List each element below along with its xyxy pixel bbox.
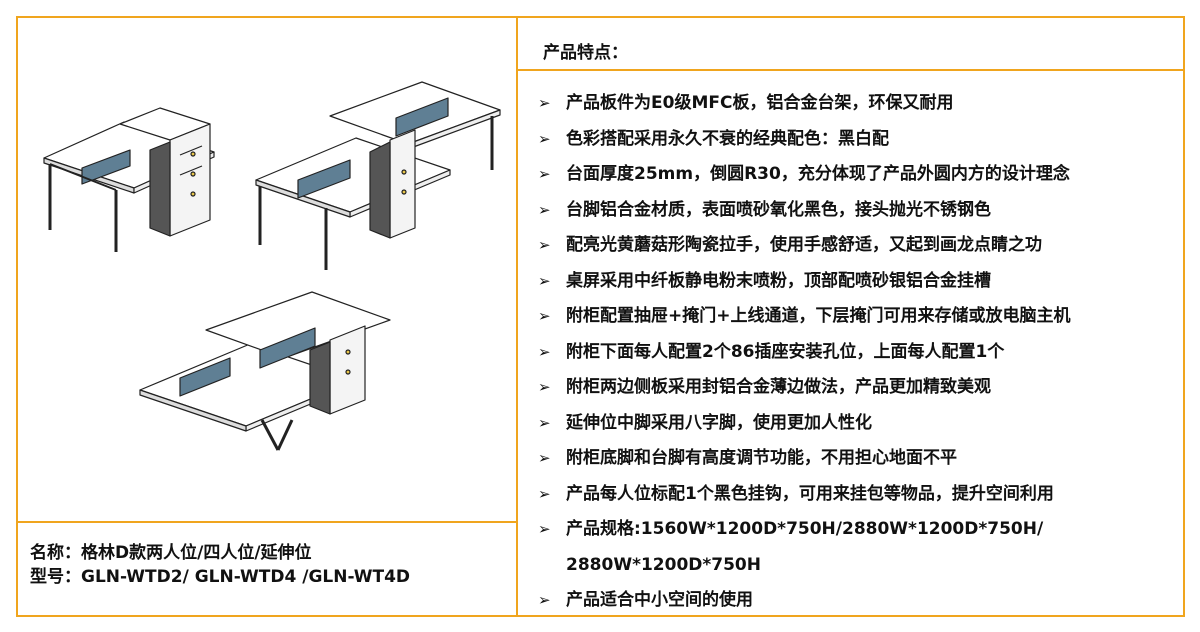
desk-extension [139,291,391,451]
outer-frame [16,16,1185,617]
features-header: 产品特点： [543,43,628,63]
arrow-icon: ➢ [538,129,551,148]
list-item: ➢附柜配置抽屉+掩门+上线通道，下层掩门可用来存储或放电脑主机 [536,299,1176,335]
arrow-icon: ➢ [538,165,551,183]
product-model: 型号：GLN-WTD2/ GLN-WTD4 /GLN-WT4D [30,567,411,587]
arrow-icon: ➢ [538,520,551,538]
list-item: ➢桌屏采用中纤板静电粉末喷粉，顶部配喷砂银铝合金挂槽 [536,264,1176,300]
list-item: ➢台面厚度25mm，倒圆R30，充分体现了产品外圆内方的设计理念 [536,157,1176,193]
arrow-icon: ➢ [538,484,551,503]
list-item: ➢色彩搭配采用永久不衰的经典配色：黑白配 [536,122,1176,158]
list-item: ➢配亮光黄蘑菇形陶瓷拉手，使用手感舒适，又起到画龙点睛之功 [536,228,1176,264]
arrow-icon: ➢ [538,271,551,290]
arrow-icon: ➢ [538,236,551,254]
left-divider [16,521,518,523]
product-name: 名称：格林D款两人位/四人位/延伸位 [30,543,312,563]
product-name-block: 名称：格林D款两人位/四人位/延伸位 型号：GLN-WTD2/ GLN-WTD4… [30,541,410,589]
list-item: ➢附柜底脚和台脚有高度调节功能，不用担心地面不平 [536,441,1176,477]
arrow-icon: ➢ [538,591,551,609]
desk-four-person [255,81,501,270]
desk-two-person [43,107,215,252]
list-item: ➢产品适合中小空间的使用 [536,583,1176,619]
spec-item: ➢产品规格:1560W*1200D*750H/2880W*1200D*750H/… [536,512,1176,583]
arrow-icon: ➢ [538,200,551,219]
list-item: ➢产品每人位标配1个黑色挂钩，可用来挂包等物品，提升空间利用 [536,477,1176,513]
list-item: ➢产品板件为E0级MFC板，铝合金台架，环保又耐用 [536,86,1176,122]
arrow-icon: ➢ [538,378,551,396]
list-item: ➢附柜下面每人配置2个86插座安装孔位，上面每人配置1个 [536,335,1176,371]
list-item: ➢延伸位中脚采用八字脚，使用更加人性化 [536,406,1176,442]
column-divider [516,16,518,617]
product-illustration [43,81,501,451]
feature-list: ➢产品板件为E0级MFC板，铝合金台架，环保又耐用 ➢色彩搭配采用永久不衰的经典… [536,86,1176,619]
arrow-icon: ➢ [538,342,551,361]
list-item: ➢附柜两边侧板采用封铝合金薄边做法，产品更加精致美观 [536,370,1176,406]
list-item: ➢台脚铝合金材质，表面喷砂氧化黑色，接头抛光不锈钢色 [536,193,1176,229]
arrow-icon: ➢ [538,94,551,112]
arrow-icon: ➢ [538,307,551,325]
arrow-icon: ➢ [538,449,551,467]
arrow-icon: ➢ [538,413,551,432]
header-divider [516,69,1185,71]
